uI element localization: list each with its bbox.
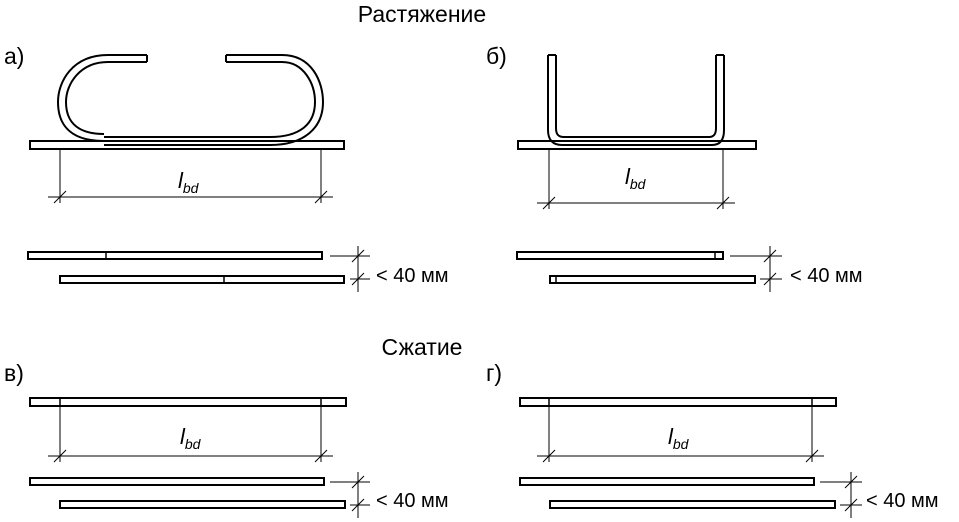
panel-v-label: в) [4,360,24,386]
panel-g-top-bar [519,477,815,486]
panel-b-tension-u-hook: lbd < 40 мм [516,54,863,292]
panel-g-label: г) [486,360,502,386]
panel-v-bottom-bar [59,500,346,509]
panel-g-lap-bar [519,397,837,407]
panel-a-bottom-bar [59,275,345,284]
panel-a-label: а) [4,43,24,69]
tension-heading: Растяжение [358,1,486,27]
panel-b-u-hook-outer [547,55,725,146]
panel-b-label: б) [486,43,507,69]
panel-v-spacing-label: < 40 мм [376,490,449,512]
panel-v-compression-straight: lbd < 40 мм [29,397,449,518]
panel-v-lap-bar [29,397,347,407]
panel-a-spacing-label: < 40 мм [376,265,449,287]
panel-b-lap-length-label: lbd [625,164,647,192]
panel-v-top-bar [29,477,325,486]
compression-heading: Сжатие [382,334,463,360]
panel-b-top-bar [516,251,724,260]
panel-a-right-loop-hook [104,54,324,146]
panel-b-bottom-bar [549,275,756,284]
panel-a-left-loop-hook-inner [65,61,147,135]
panel-g-compression-straight: lbd < 40 мм [519,397,939,518]
panel-g-lap-length-label: lbd [668,424,690,452]
panel-a-top-bar [27,251,323,260]
panel-a-left-loop-hook [57,54,147,142]
panel-a-right-loop-hook-inner [104,61,316,138]
panel-b-spacing-label: < 40 мм [790,265,863,287]
panel-a-lap-length-label: lbd [178,168,200,196]
panel-g-bottom-bar [549,500,836,509]
panel-g-spacing-label: < 40 мм [866,490,939,512]
panel-v-lap-length-label: lbd [180,424,202,452]
panel-a-tension-loop: lbd < 40 мм [27,54,449,292]
panel-b-u-hook-inner [555,55,717,138]
